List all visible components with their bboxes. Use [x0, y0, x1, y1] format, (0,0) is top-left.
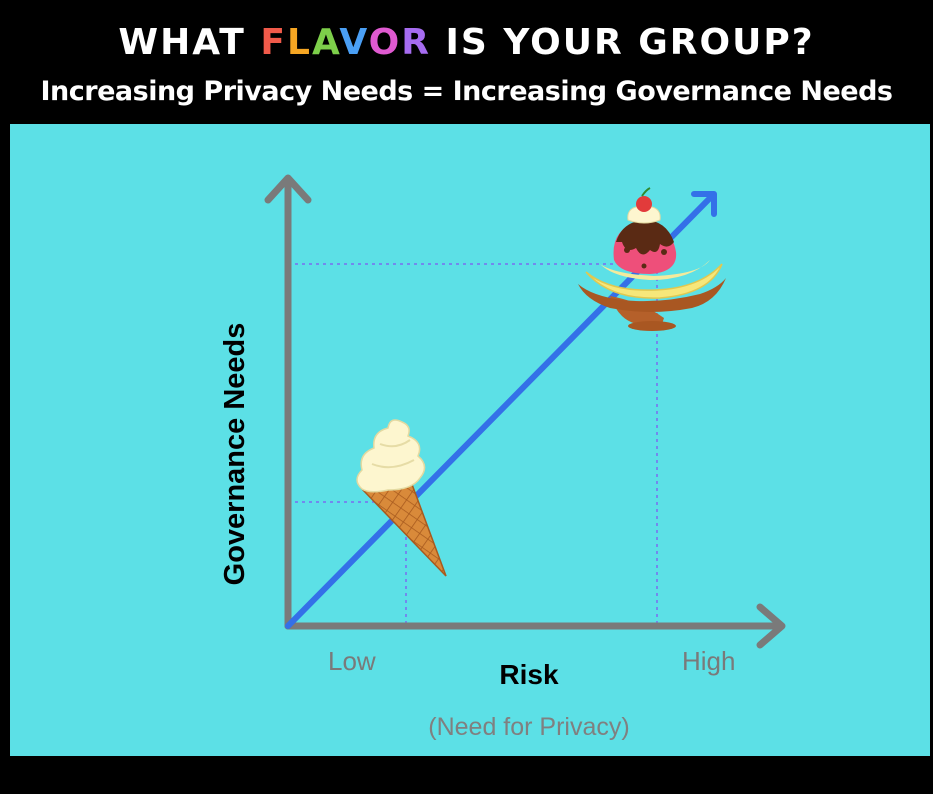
- title-letter-f: F: [260, 22, 287, 63]
- title-letter-v: V: [339, 22, 369, 63]
- banana-split-sundae-icon: [578, 187, 726, 331]
- title-part-rest: IS YOUR GROUP?: [430, 22, 815, 63]
- y-axis-label: Governance Needs: [219, 323, 251, 586]
- x-axis-arrowhead: [756, 603, 786, 649]
- title-part-what: WHAT: [118, 22, 261, 63]
- y-axis-arrowhead: [264, 174, 312, 204]
- page-title: WHAT FLAVOR IS YOUR GROUP?: [0, 22, 933, 63]
- footer-band: [0, 756, 933, 794]
- title-letter-o: O: [368, 22, 402, 63]
- x-axis-label: Risk: [499, 659, 559, 690]
- diagram-panel: Low High Risk (Need for Privacy) Governa…: [10, 124, 930, 756]
- governance-risk-diagram: Low High Risk (Need for Privacy) Governa…: [219, 174, 786, 741]
- axes: [264, 174, 786, 649]
- title-letter-l: L: [287, 22, 312, 63]
- header-banner: WHAT FLAVOR IS YOUR GROUP? Increasing Pr…: [0, 0, 933, 124]
- guide-lines: [288, 263, 658, 626]
- trend-line-arrowhead: [691, 191, 717, 217]
- x-axis-note: (Need for Privacy): [428, 713, 629, 741]
- ice-cream-cone-icon: [356, 419, 447, 577]
- title-letter-a: A: [311, 22, 340, 63]
- x-axis-low-label: Low: [328, 646, 376, 676]
- title-letter-r: R: [401, 22, 431, 63]
- x-axis-high-label: High: [682, 646, 735, 676]
- page-subtitle: Increasing Privacy Needs = Increasing Go…: [40, 76, 893, 107]
